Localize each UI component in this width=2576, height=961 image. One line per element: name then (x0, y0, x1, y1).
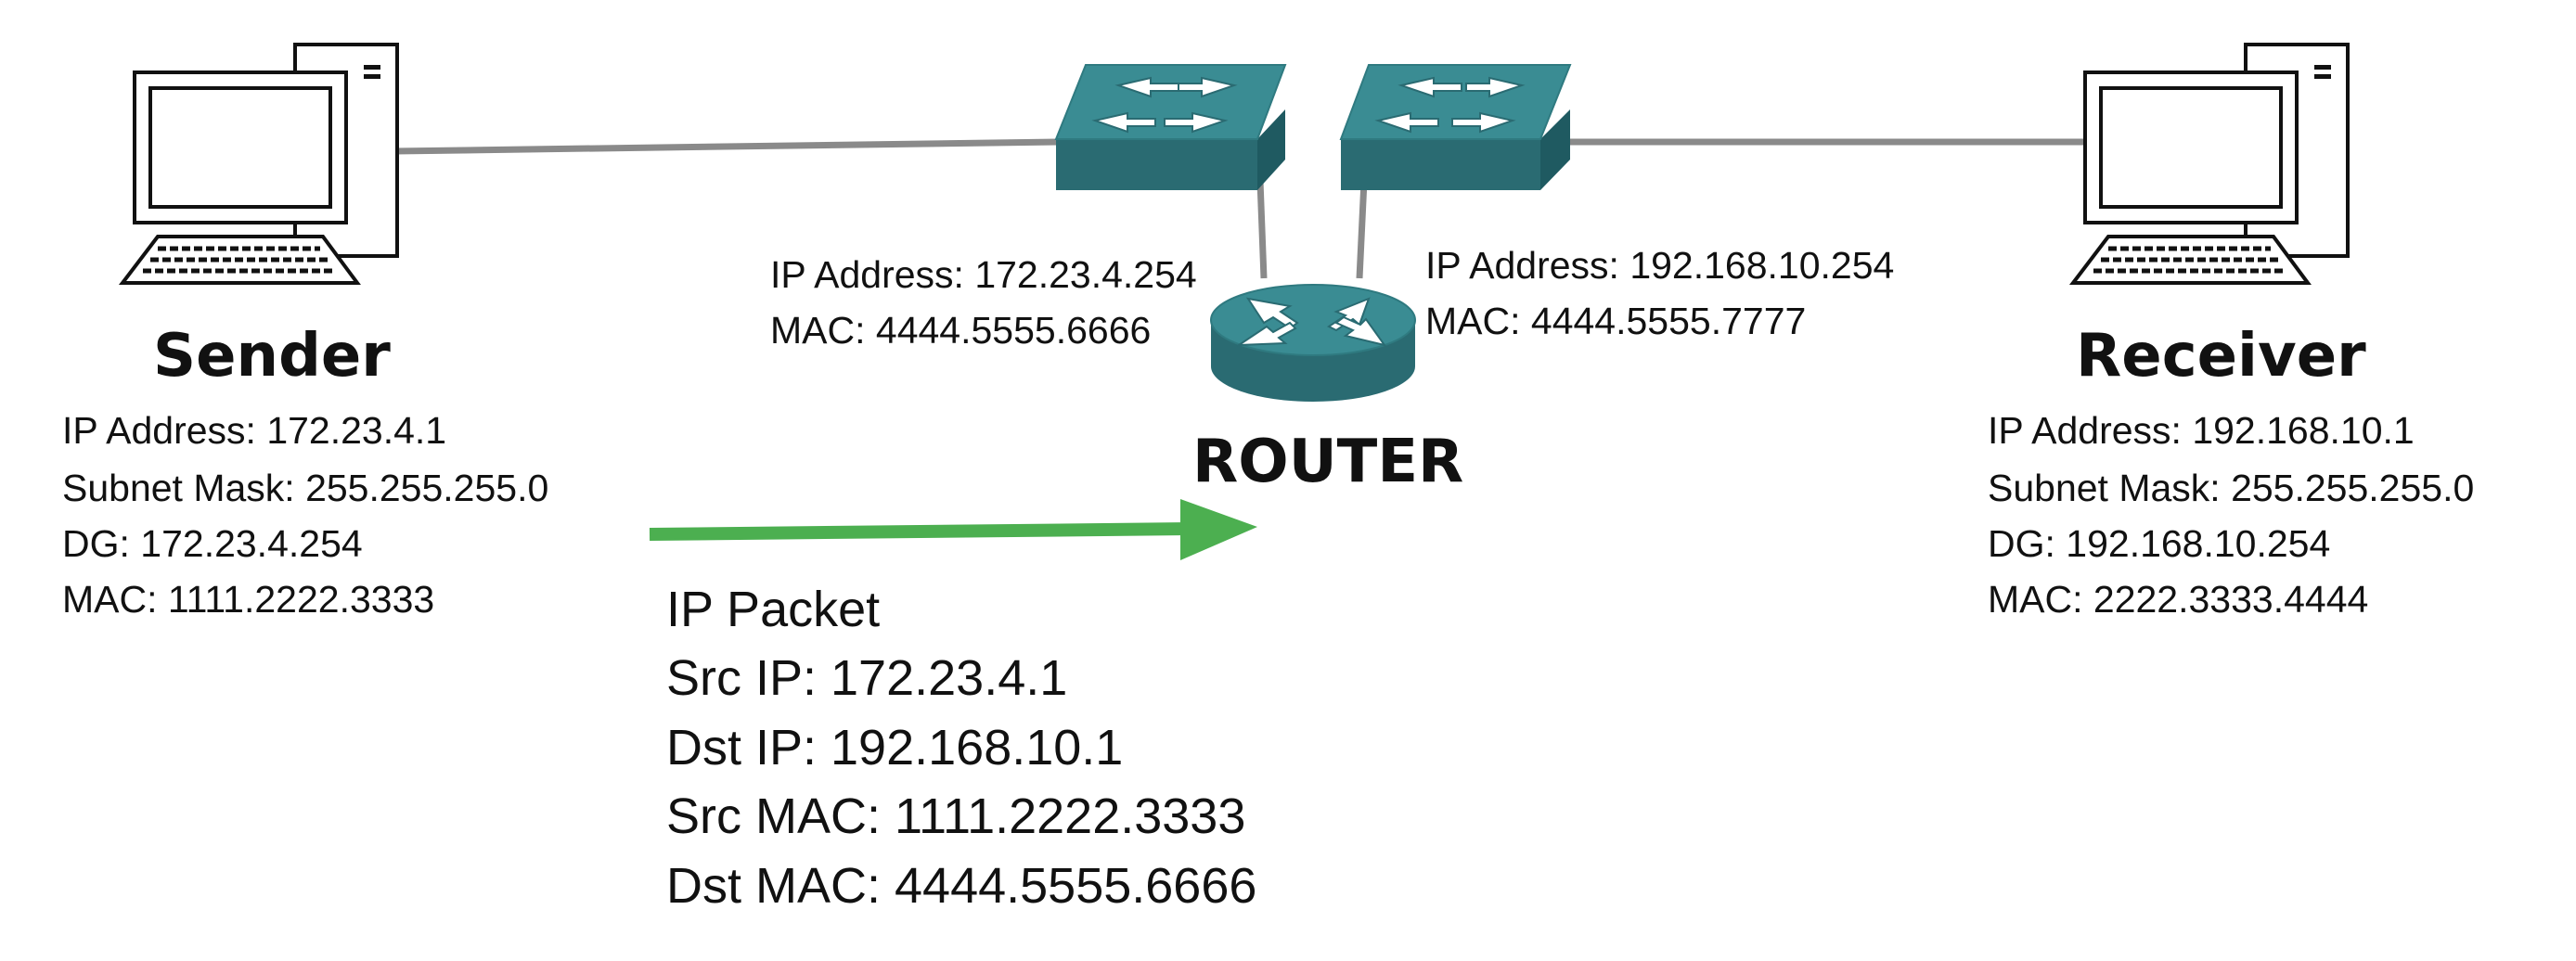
router-right-interface-ip: IP Address: 192.168.10.254 (1425, 244, 1895, 287)
router-icon (1210, 284, 1416, 402)
receiver-title: Receiver (2076, 322, 2366, 391)
right-switch-router-link (1356, 180, 1368, 279)
packet-dst-ip: Dst IP: 192.168.10.1 (666, 720, 1124, 775)
receiver-ip: IP Address: 192.168.10.1 (1988, 409, 2415, 452)
router-left-interface-ip: IP Address: 172.23.4.254 (770, 253, 1197, 296)
sender-switch-link (393, 138, 1059, 155)
sender-computer-icon (118, 43, 399, 285)
right-switch-icon (1339, 64, 1572, 190)
sender-subnet-mask: Subnet Mask: 255.255.255.0 (62, 467, 549, 509)
sender-title: Sender (153, 322, 391, 391)
router-right-interface-mac: MAC: 4444.5555.7777 (1425, 300, 1807, 342)
sender-default-gateway: DG: 172.23.4.254 (62, 522, 363, 565)
sender-ip: IP Address: 172.23.4.1 (62, 409, 447, 452)
receiver-subnet-mask: Subnet Mask: 255.255.255.0 (1988, 467, 2475, 509)
sender-mac: MAC: 1111.2222.3333 (62, 578, 435, 621)
router-title: ROUTER (1192, 428, 1464, 496)
packet-dst-mac: Dst MAC: 4444.5555.6666 (666, 858, 1257, 914)
packet-src-mac: Src MAC: 1111.2222.3333 (666, 788, 1246, 844)
packet-heading: IP Packet (666, 582, 881, 637)
receiver-default-gateway: DG: 192.168.10.254 (1988, 522, 2331, 565)
receiver-computer-icon (2068, 43, 2350, 285)
packet-direction-arrow (649, 499, 1257, 560)
left-switch-router-link (1256, 180, 1268, 279)
router-left-interface-mac: MAC: 4444.5555.6666 (770, 309, 1152, 352)
receiver-mac: MAC: 2222.3333.4444 (1988, 578, 2369, 621)
packet-src-ip: Src IP: 172.23.4.1 (666, 650, 1068, 706)
left-switch-icon (1054, 64, 1287, 190)
